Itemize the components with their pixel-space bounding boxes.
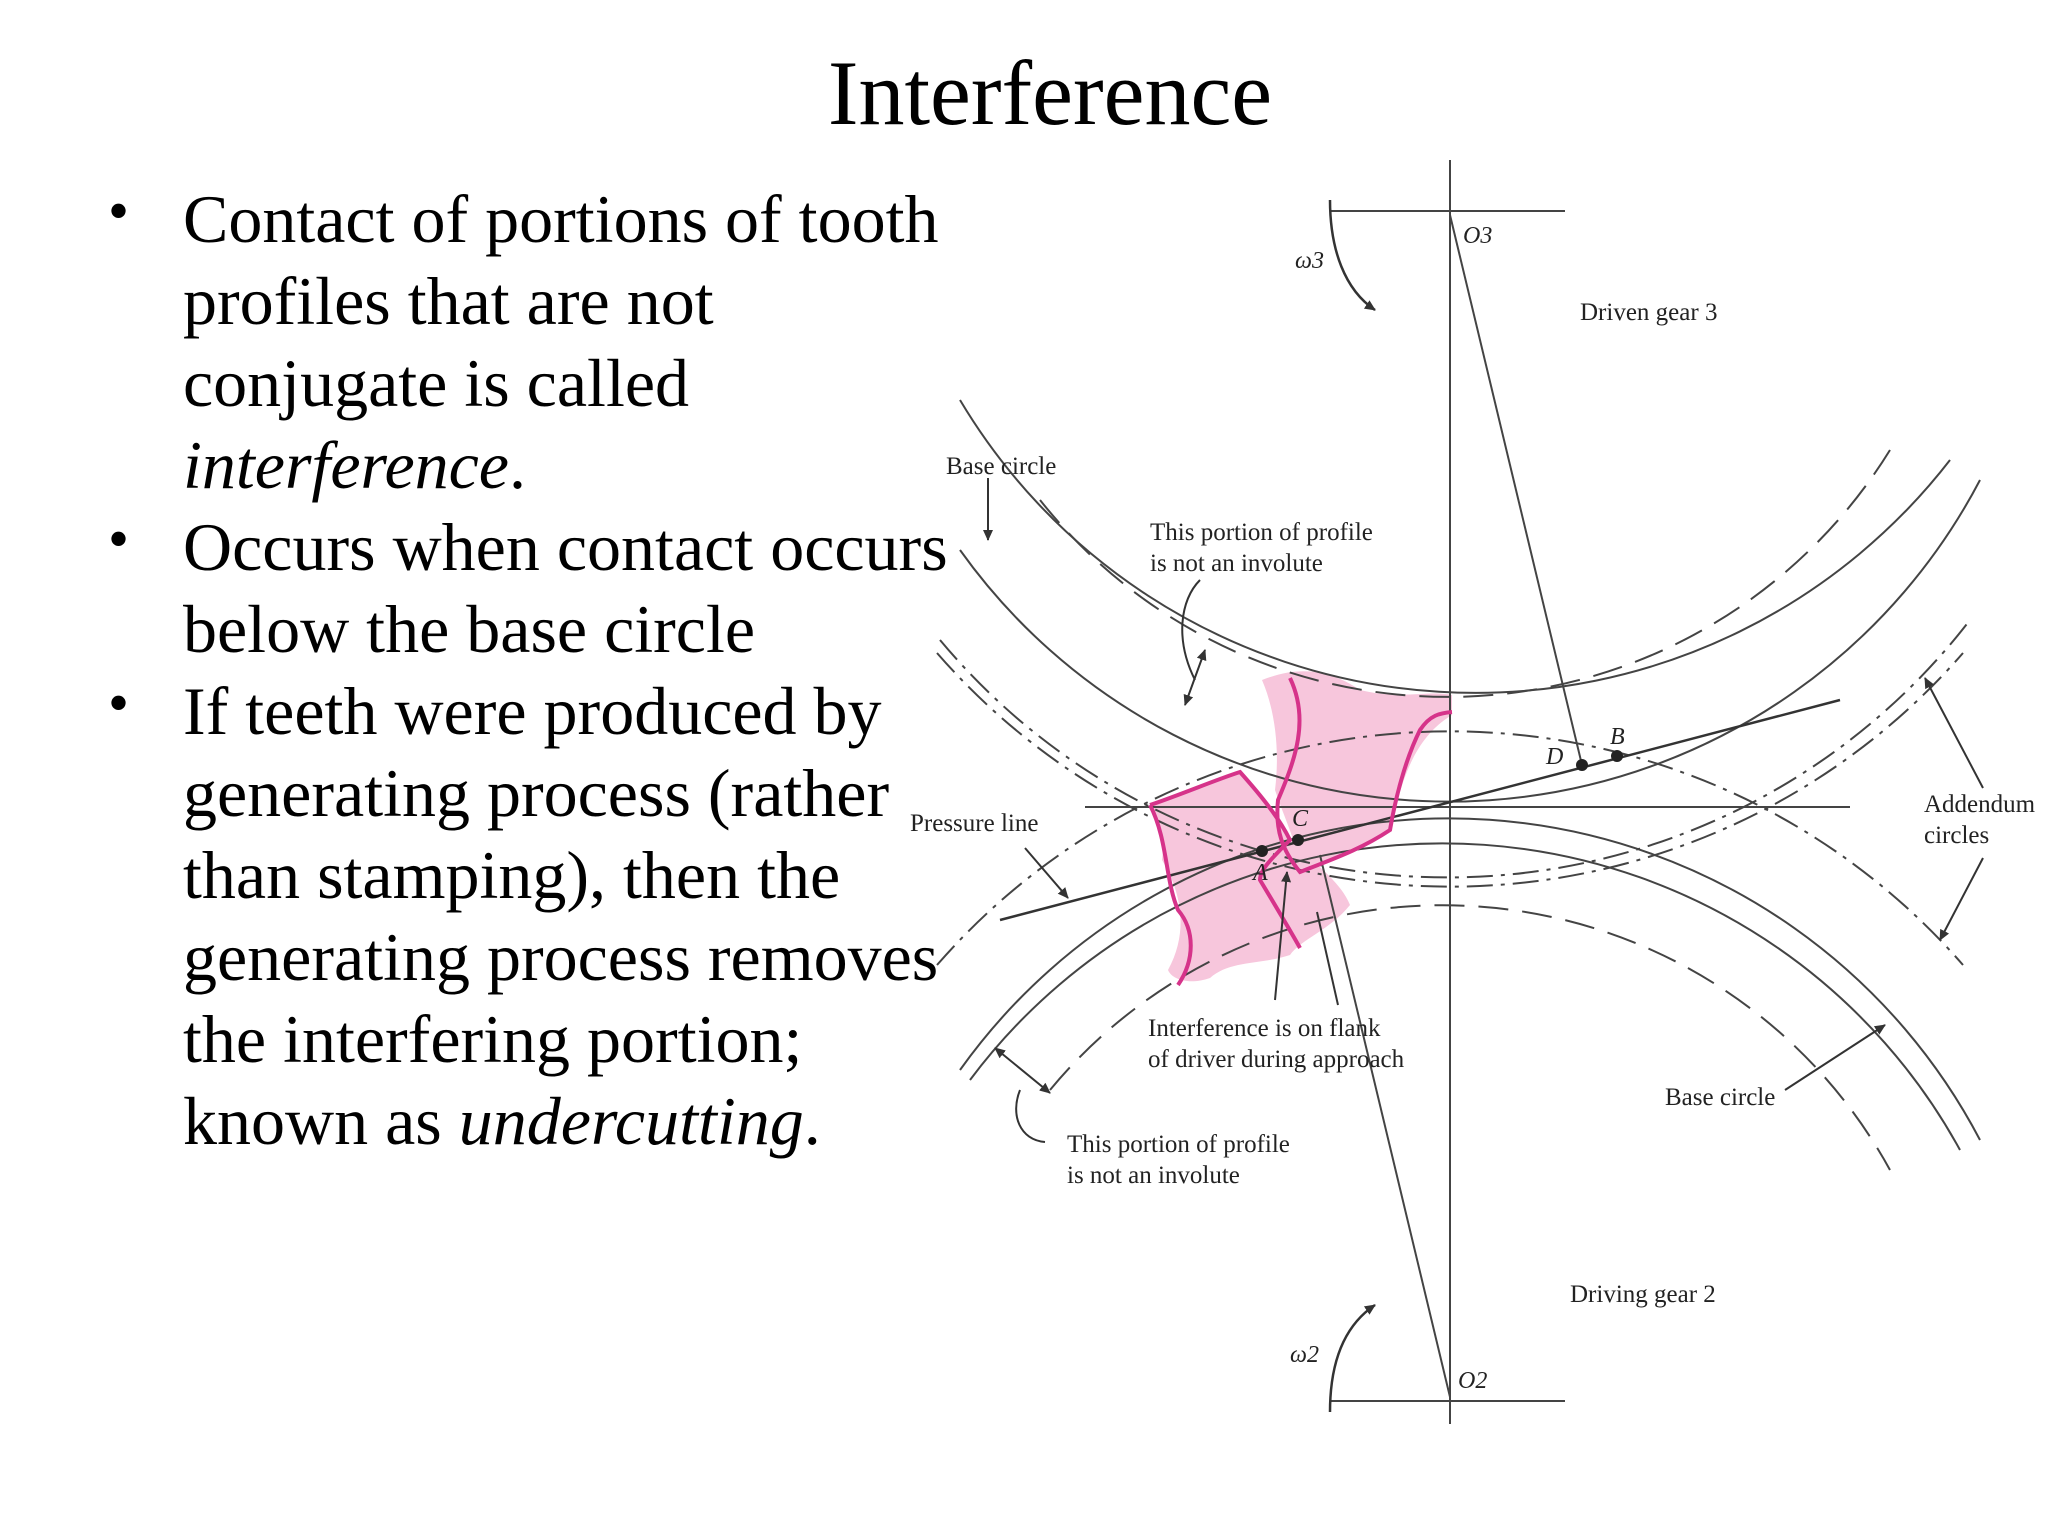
driven-outer-circle — [959, 479, 1981, 803]
point-a-dot — [1256, 845, 1268, 857]
driven-gear-label: Driven gear 3 — [1580, 299, 1717, 326]
bullet-item: • Occurs when contact occurs below the ba… — [90, 506, 950, 670]
omega3-label: ω3 — [1295, 248, 1324, 274]
bullet-text-end: . — [509, 427, 526, 503]
bullet-text: Occurs when contact occurs below the bas… — [183, 509, 948, 667]
bullet-emphasis: undercutting — [458, 1083, 804, 1159]
driving-outer-circle — [969, 842, 1961, 1151]
base-circle-bottom-leader — [1784, 1024, 1886, 1091]
driven-tooth-shade — [1262, 671, 1452, 872]
bullet-item: • Contact of portions of tooth profiles t… — [90, 178, 950, 506]
not-involute-top-label-2: is not an involute — [1150, 550, 1323, 577]
not-involute-bottom-label-2: is not an involute — [1067, 1162, 1240, 1189]
bullet-emphasis: interference — [183, 427, 509, 503]
o3-label: O3 — [1463, 223, 1492, 249]
addendum-label-2: circles — [1924, 822, 1989, 849]
not-involute-bottom-curl — [1015, 1089, 1046, 1143]
not-involute-bottom-leader — [994, 1047, 1051, 1094]
bullet-dot: • — [108, 178, 130, 244]
base-circle-top-label: Base circle — [946, 453, 1056, 480]
driver-tooth-outline — [1148, 769, 1302, 987]
addendum-label-1: Addendum — [1924, 791, 2036, 818]
bullet-item: • If teeth were produced by generating pr… — [90, 670, 950, 1162]
driving-base-circle — [1049, 904, 1891, 1171]
bullet-dot: • — [108, 506, 130, 572]
omega2-label: ω2 — [1290, 1342, 1319, 1368]
point-c-label: C — [1292, 806, 1309, 832]
not-involute-top-label-1: This portion of profile — [1150, 519, 1373, 546]
pressure-line-leader — [1024, 847, 1069, 899]
not-involute-top-curl — [1181, 579, 1201, 681]
point-d-label: D — [1545, 744, 1563, 770]
omega2-arrow — [1328, 1303, 1376, 1413]
driven-pitch-circle — [959, 399, 1951, 694]
omega3-arrow — [1328, 199, 1376, 312]
slide-title: Interference — [827, 42, 1273, 144]
not-involute-bottom-label-1: This portion of profile — [1067, 1131, 1290, 1158]
base-circle-bottom-label: Base circle — [1665, 1084, 1775, 1111]
driven-base-circle — [1039, 449, 1891, 698]
driving-pitch-circle — [959, 817, 1981, 1141]
bullet-text: If teeth were produced by generating pro… — [183, 673, 939, 1159]
bullet-text: Contact of portions of tooth profiles th… — [183, 181, 939, 421]
bullet-text-end: . — [803, 1083, 821, 1159]
point-d-dot — [1576, 759, 1588, 771]
point-c-dot — [1292, 834, 1304, 846]
o3-to-d-line — [1449, 214, 1583, 766]
pressure-line — [999, 698, 1841, 922]
o2-to-a-line — [1319, 854, 1451, 1398]
bullet-dot: • — [108, 670, 130, 736]
point-b-label: B — [1610, 724, 1625, 750]
point-b-dot — [1611, 750, 1623, 762]
pressure-line-label: Pressure line — [910, 810, 1038, 837]
addendum-leader-top — [1924, 677, 1984, 789]
interference-leader-2 — [1316, 911, 1339, 1006]
interference-label-2: of driver during approach — [1148, 1046, 1405, 1073]
addendum-leader-bottom — [1939, 857, 1984, 941]
interference-label-1: Interference is on flank — [1148, 1015, 1381, 1042]
driving-addendum-circle — [936, 730, 1964, 966]
driven-addendum-circle — [936, 652, 1964, 888]
driven-tooth-outline — [1275, 677, 1453, 875]
o2-label: O2 — [1458, 1368, 1487, 1394]
not-involute-top-leader — [1183, 649, 1207, 706]
point-a-label: A — [1251, 860, 1268, 886]
driving-gear-label: Driving gear 2 — [1570, 1281, 1716, 1308]
interference-leader-1 — [1274, 871, 1292, 1001]
bullet-list: • Contact of portions of tooth profiles t… — [90, 178, 950, 1162]
